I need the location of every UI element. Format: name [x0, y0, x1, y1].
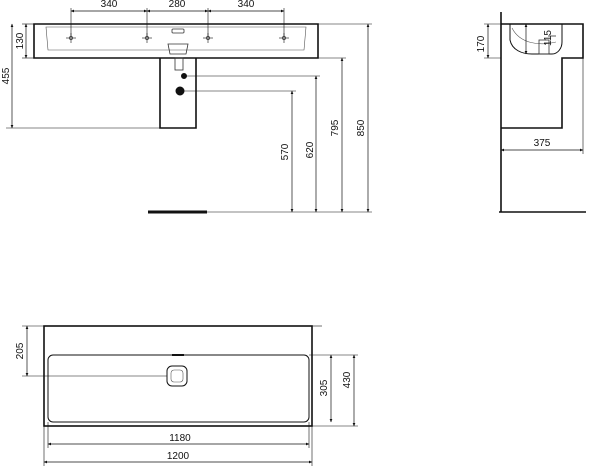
dim-rim-height-1: 795	[330, 119, 341, 136]
overflow-slot	[171, 28, 185, 34]
plan-drain	[166, 365, 188, 387]
basin-side-outline	[501, 23, 584, 129]
dim-bowl-offset: 205	[15, 342, 26, 359]
waste-pipe	[175, 86, 185, 96]
dim-trap-height-2: 620	[305, 141, 316, 158]
dim-bowl-depth: 305	[319, 379, 330, 396]
front-view	[6, 8, 372, 214]
pedestal	[159, 58, 197, 129]
tap-hole-markers	[66, 33, 289, 43]
dim-bowl-width: 1180	[169, 433, 191, 444]
dim-projection: 375	[534, 138, 551, 149]
dim-tap-right: 340	[238, 0, 255, 10]
side-view	[484, 12, 586, 213]
dim-bowl-height: 170	[476, 35, 487, 52]
plan-view	[22, 325, 358, 466]
dim-overflow-height: 130	[15, 32, 26, 49]
dim-tap-middle: 280	[169, 0, 186, 10]
basin-front-inner	[45, 26, 307, 51]
dim-trap-height-1: 570	[280, 143, 291, 160]
dim-tap-left: 340	[101, 0, 118, 10]
dim-outlet-height: 455	[1, 67, 12, 84]
dim-total-width: 1200	[167, 451, 190, 462]
dim-rim-depth: 115	[543, 30, 554, 46]
bowl-plan-outline	[47, 354, 310, 423]
dim-total-depth: 430	[342, 371, 353, 388]
dim-rim-height-2: 850	[356, 119, 367, 136]
drain-outlet	[167, 43, 189, 55]
waste-outlet-point	[181, 73, 187, 79]
